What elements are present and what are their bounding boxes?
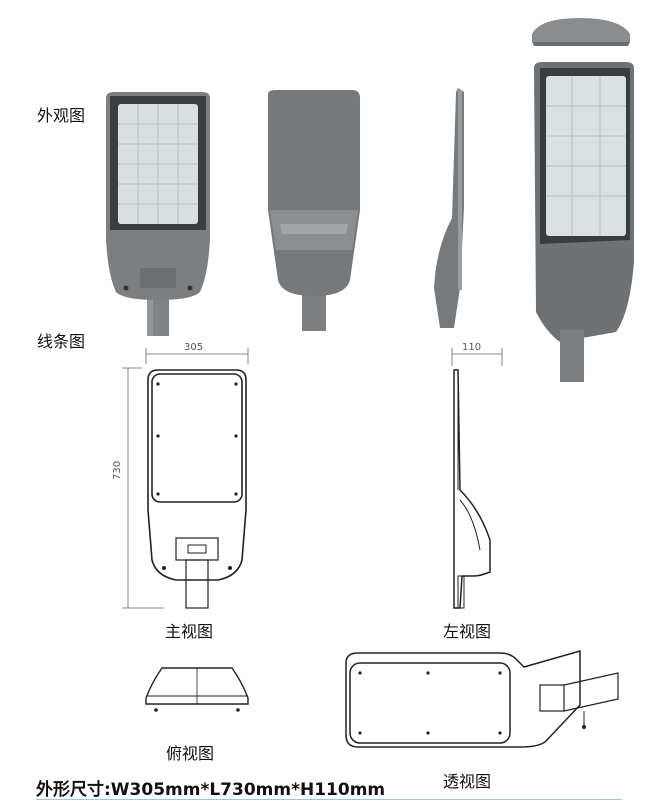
perspective-photo <box>532 18 634 382</box>
back-photo <box>268 90 360 331</box>
top-view-caption: 俯视图 <box>166 744 215 763</box>
appearance-section-title: 外观图 <box>37 106 86 125</box>
side-photo <box>434 88 464 328</box>
perspective-drawing <box>345 650 619 748</box>
top-view-drawing <box>145 667 249 712</box>
depth-dimension-label: 110 <box>462 342 482 353</box>
dimensions-spec: 外形尺寸:W305mm*L730mm*H110mm <box>36 780 386 800</box>
left-view-caption: 左视图 <box>443 622 492 641</box>
front-view-drawing <box>122 348 249 609</box>
perspective-caption: 透视图 <box>443 772 492 791</box>
bottom-rule <box>36 799 622 800</box>
front-photo <box>106 92 210 336</box>
left-view-drawing <box>451 348 503 609</box>
line-drawing-section-title: 线条图 <box>37 332 86 351</box>
width-dimension-label: 305 <box>184 342 204 353</box>
length-dimension-label: 730 <box>112 460 123 480</box>
front-view-caption: 主视图 <box>165 622 214 641</box>
